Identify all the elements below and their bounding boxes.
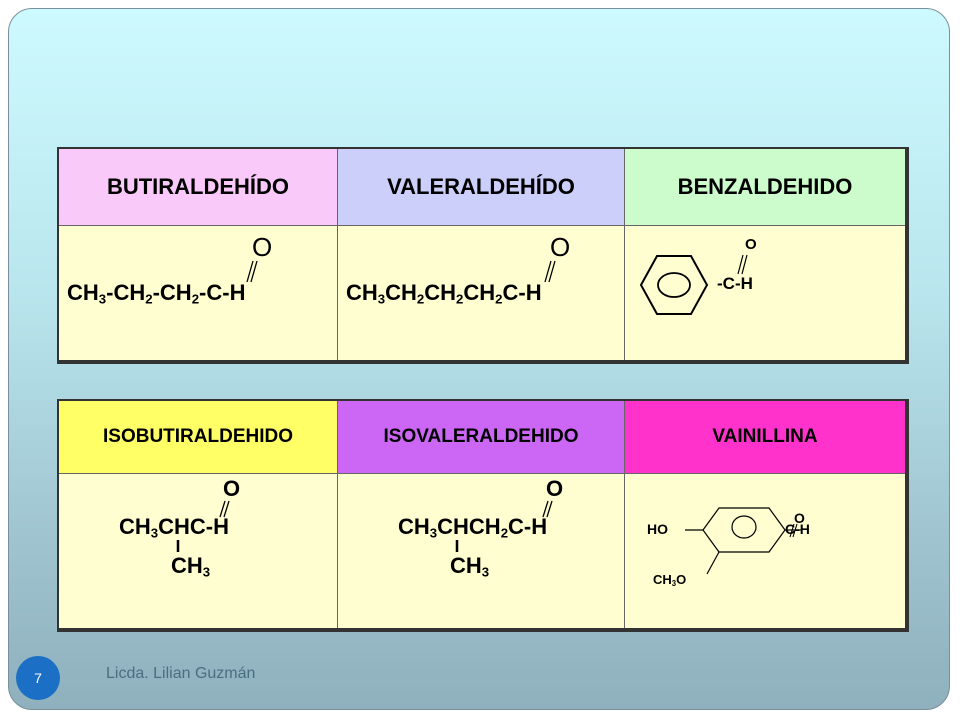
carbonyl-double-bond <box>737 254 748 275</box>
carbonyl-double-bond <box>246 260 258 283</box>
isovaleraldehido-main-chain: CH3CHCH2C-H <box>398 514 548 541</box>
methyl-branch: CH3 <box>171 553 211 580</box>
carbonyl-double-bond <box>542 500 553 518</box>
cell-valeraldehido-formula: O CH3CH2CH2CH2C-H <box>337 225 625 363</box>
header-benzaldehido: BENZALDEHIDO <box>624 147 908 226</box>
header-vainillina: VAINILLINA <box>624 399 908 474</box>
branch-bond <box>176 540 180 552</box>
carbonyl-double-bond <box>789 523 798 538</box>
header-valeraldehido: VALERALDEHÍDO <box>337 147 625 226</box>
branch-bond <box>455 540 459 552</box>
butiraldehido-formula: CH3-CH2-CH2-C-H <box>67 280 246 307</box>
carbonyl-oxygen: O <box>223 476 241 501</box>
carbonyl-double-bond <box>219 500 230 518</box>
aldehydes-table-top: BUTIRALDEHÍDO VALERALDEHÍDO BENZALDEHIDO… <box>57 147 909 364</box>
cell-vainillina-formula: HO O C-H CH3O <box>624 473 908 631</box>
carbonyl-oxygen: O <box>745 236 757 253</box>
carbonyl-oxygen: O <box>794 510 805 526</box>
header-isovaleraldehido: ISOVALERALDEHIDO <box>337 399 625 474</box>
cell-isovaleraldehido-formula: O CH3CHCH2C-H CH3 <box>337 473 625 631</box>
cell-butiraldehido-formula: O CH3-CH2-CH2-C-H <box>57 225 338 363</box>
carbonyl-oxygen: O <box>550 232 571 262</box>
hydroxyl-group: HO <box>647 521 668 537</box>
aldehyde-group: C-H <box>785 521 810 537</box>
header-isobutiraldehido: ISOBUTIRALDEHIDO <box>57 399 338 474</box>
carbonyl-oxygen: O <box>252 232 273 262</box>
cell-benzaldehido-formula: O -C-H <box>624 225 908 363</box>
author-footer: Licda. Lilian Guzmán <box>106 665 256 682</box>
valeraldehido-formula: CH3CH2CH2CH2C-H <box>346 280 542 307</box>
header-butiraldehido: BUTIRALDEHÍDO <box>57 147 338 226</box>
isobutiraldehido-main-chain: CH3CHC-H <box>119 514 230 541</box>
vainillina-benzene-ring <box>685 507 801 575</box>
methoxy-group: CH3O <box>653 572 687 588</box>
methyl-branch: CH3 <box>450 553 490 580</box>
aldehydes-table-bottom: ISOBUTIRALDEHIDO ISOVALERALDEHIDO VAINIL… <box>57 399 909 632</box>
cell-isobutiraldehido-formula: O CH3CHC-H CH3 <box>57 473 338 631</box>
aldehyde-group: -C-H <box>717 274 753 293</box>
carbonyl-double-bond <box>544 260 556 283</box>
carbonyl-oxygen: O <box>546 476 564 501</box>
benzene-ring <box>639 255 709 315</box>
page-number-badge: 7 <box>16 656 60 700</box>
